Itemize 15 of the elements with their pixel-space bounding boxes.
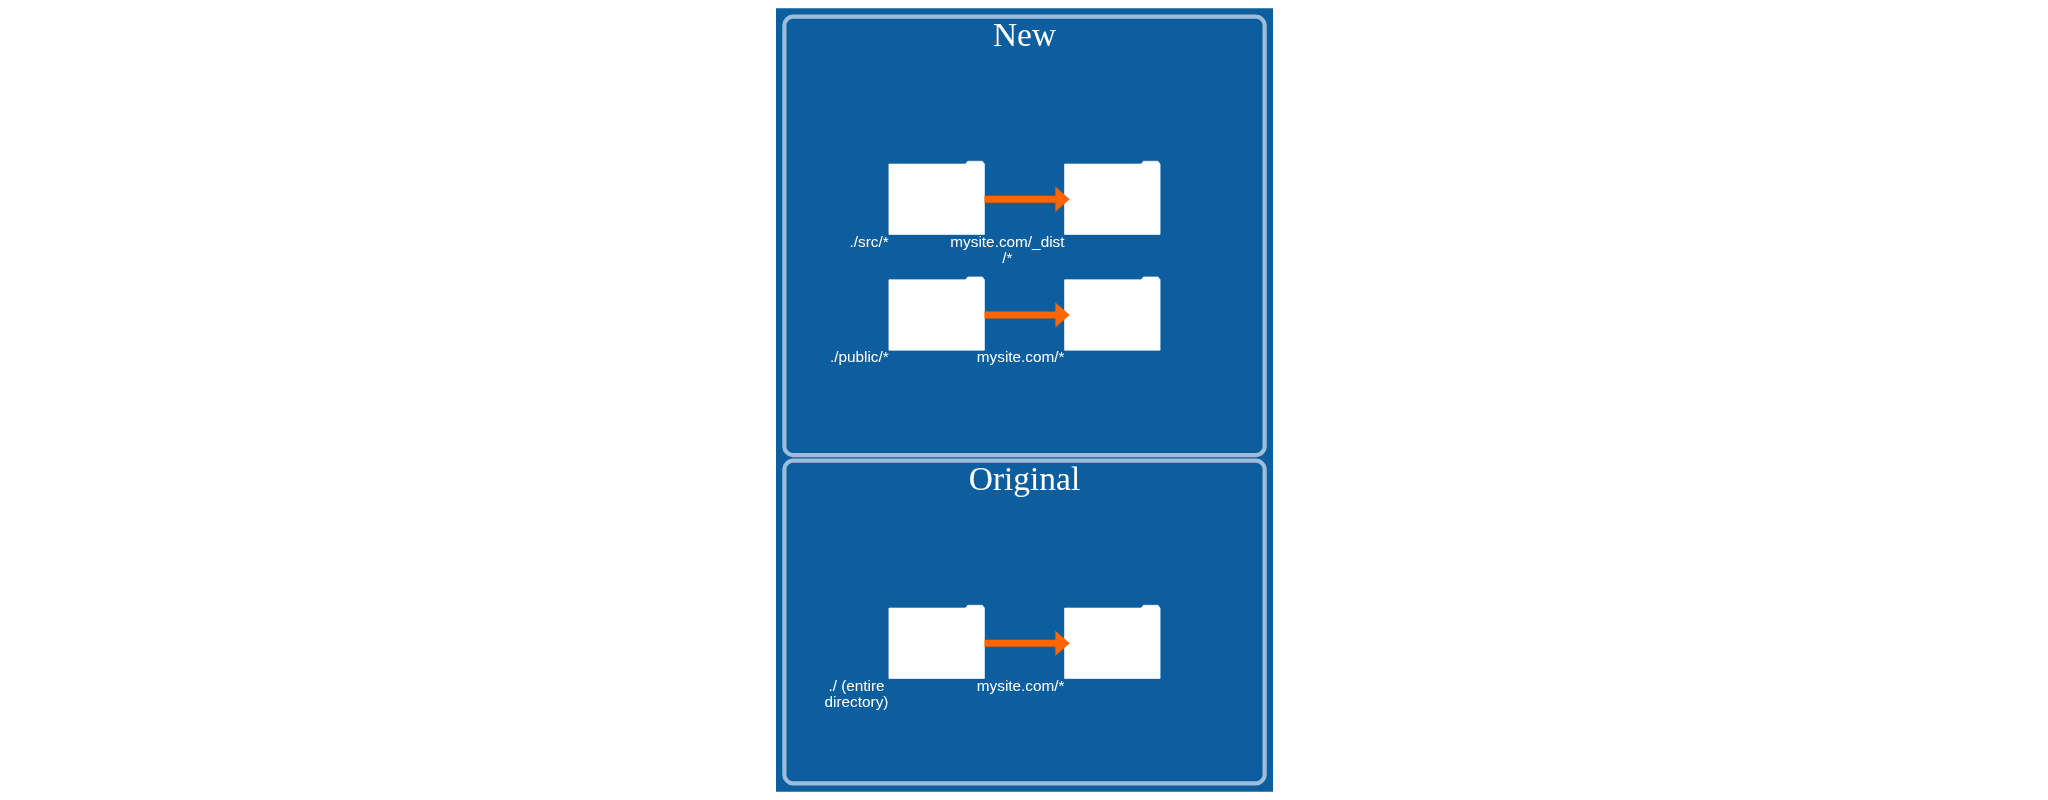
node-folder bbox=[1063, 160, 1160, 235]
node-label: mysite.com/_dist/* bbox=[949, 232, 1064, 267]
node-label: mysite.com/* bbox=[976, 348, 1065, 366]
node-label: ./src/* bbox=[848, 232, 889, 250]
arrow bbox=[984, 302, 1070, 328]
node-label: ./public/* bbox=[829, 348, 889, 366]
node-folder bbox=[1063, 604, 1160, 679]
node-label: mysite.com/* bbox=[976, 676, 1065, 694]
arrow bbox=[984, 186, 1070, 212]
node-folder bbox=[1063, 276, 1160, 351]
arrow bbox=[984, 630, 1070, 656]
node-folder bbox=[888, 276, 985, 351]
node-folder bbox=[888, 604, 985, 679]
node-label: ./ (entire directory) bbox=[824, 676, 888, 711]
node-folder bbox=[888, 160, 985, 235]
